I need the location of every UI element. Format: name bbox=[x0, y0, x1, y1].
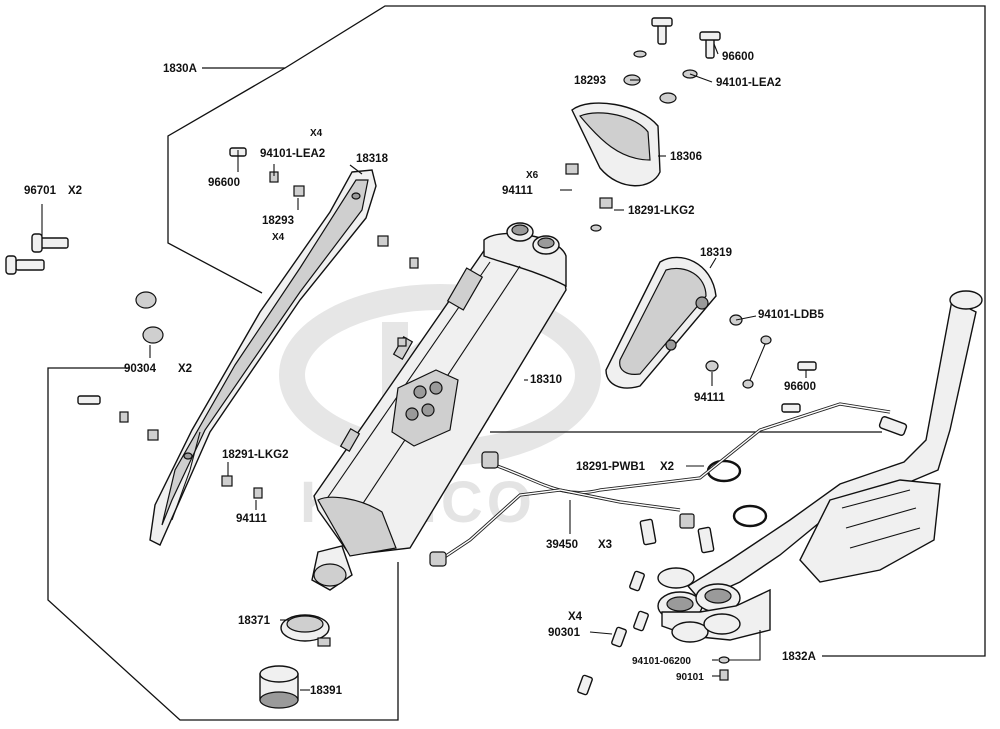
clamp-18371 bbox=[280, 614, 331, 647]
leader-lines bbox=[41, 43, 807, 691]
label-18291-lkg2-top: 18291-LKG2 bbox=[628, 205, 694, 217]
label-18293-left: 18293 bbox=[262, 215, 294, 227]
label-94111-right: 94111 bbox=[694, 392, 725, 404]
label-18306: 18306 bbox=[670, 151, 702, 163]
label-18293-top: 18293 bbox=[574, 75, 606, 87]
label-90304: 90304 bbox=[124, 363, 157, 375]
label-18291-pwb1-qty: X2 bbox=[660, 461, 674, 473]
label-94101-ldb5: 94101-LDB5 bbox=[758, 309, 824, 321]
label-90304-qty: X2 bbox=[178, 363, 192, 375]
label-18319: 18319 bbox=[700, 247, 732, 259]
label-94101-lea2-top: 94101-LEA2 bbox=[716, 77, 781, 89]
label-x6: X6 bbox=[526, 170, 539, 181]
muffler-18310 bbox=[311, 222, 567, 591]
assembly-frames bbox=[47, 5, 986, 721]
label-18310: 18310 bbox=[530, 374, 562, 386]
o2-sensor-wiring-39450 bbox=[429, 402, 908, 567]
label-90301: 90301 bbox=[548, 627, 581, 639]
label-94111-left: 94111 bbox=[236, 513, 267, 525]
label-1830A: 1830A bbox=[163, 63, 197, 75]
label-96600-left: 96600 bbox=[208, 177, 240, 189]
heat-shield-18318 bbox=[149, 169, 377, 546]
gasket-18291-pwb1 bbox=[706, 459, 768, 528]
gasket-18391 bbox=[259, 665, 299, 709]
label-96600-top: 96600 bbox=[722, 51, 754, 63]
label-x4-top: X4 bbox=[310, 128, 323, 139]
label-39450-qty: X3 bbox=[598, 539, 612, 551]
label-x4-mid: X4 bbox=[272, 232, 285, 243]
label-39450: 39450 bbox=[546, 539, 578, 551]
label-96600-right: 96600 bbox=[784, 381, 816, 393]
label-94101-lea2-left: 94101-LEA2 bbox=[260, 148, 325, 160]
label-18291-pwb1: 18291-PWB1 bbox=[576, 461, 646, 473]
label-96701-qty: X2 bbox=[68, 185, 82, 197]
label-x4-bottom: X4 bbox=[568, 611, 583, 623]
heat-shield-18319 bbox=[605, 256, 717, 389]
part-labels: 1830A 96701 X2 96600 94101-LEA2 X4 18318… bbox=[24, 51, 824, 697]
label-1832A: 1832A bbox=[782, 651, 816, 663]
label-90101: 90101 bbox=[676, 672, 704, 683]
label-18391: 18391 bbox=[310, 685, 343, 697]
label-94101-06200: 94101-06200 bbox=[632, 656, 691, 667]
label-18318: 18318 bbox=[356, 153, 389, 165]
label-18291-lkg2-left: 18291-LKG2 bbox=[222, 449, 288, 461]
label-18371: 18371 bbox=[238, 615, 271, 627]
hardware-bolts bbox=[5, 17, 817, 696]
heat-shield-18306 bbox=[571, 102, 661, 187]
exhaust-header-1832A bbox=[657, 290, 983, 643]
label-94111-top: 94111 bbox=[502, 185, 533, 197]
label-96701: 96701 bbox=[24, 185, 57, 197]
